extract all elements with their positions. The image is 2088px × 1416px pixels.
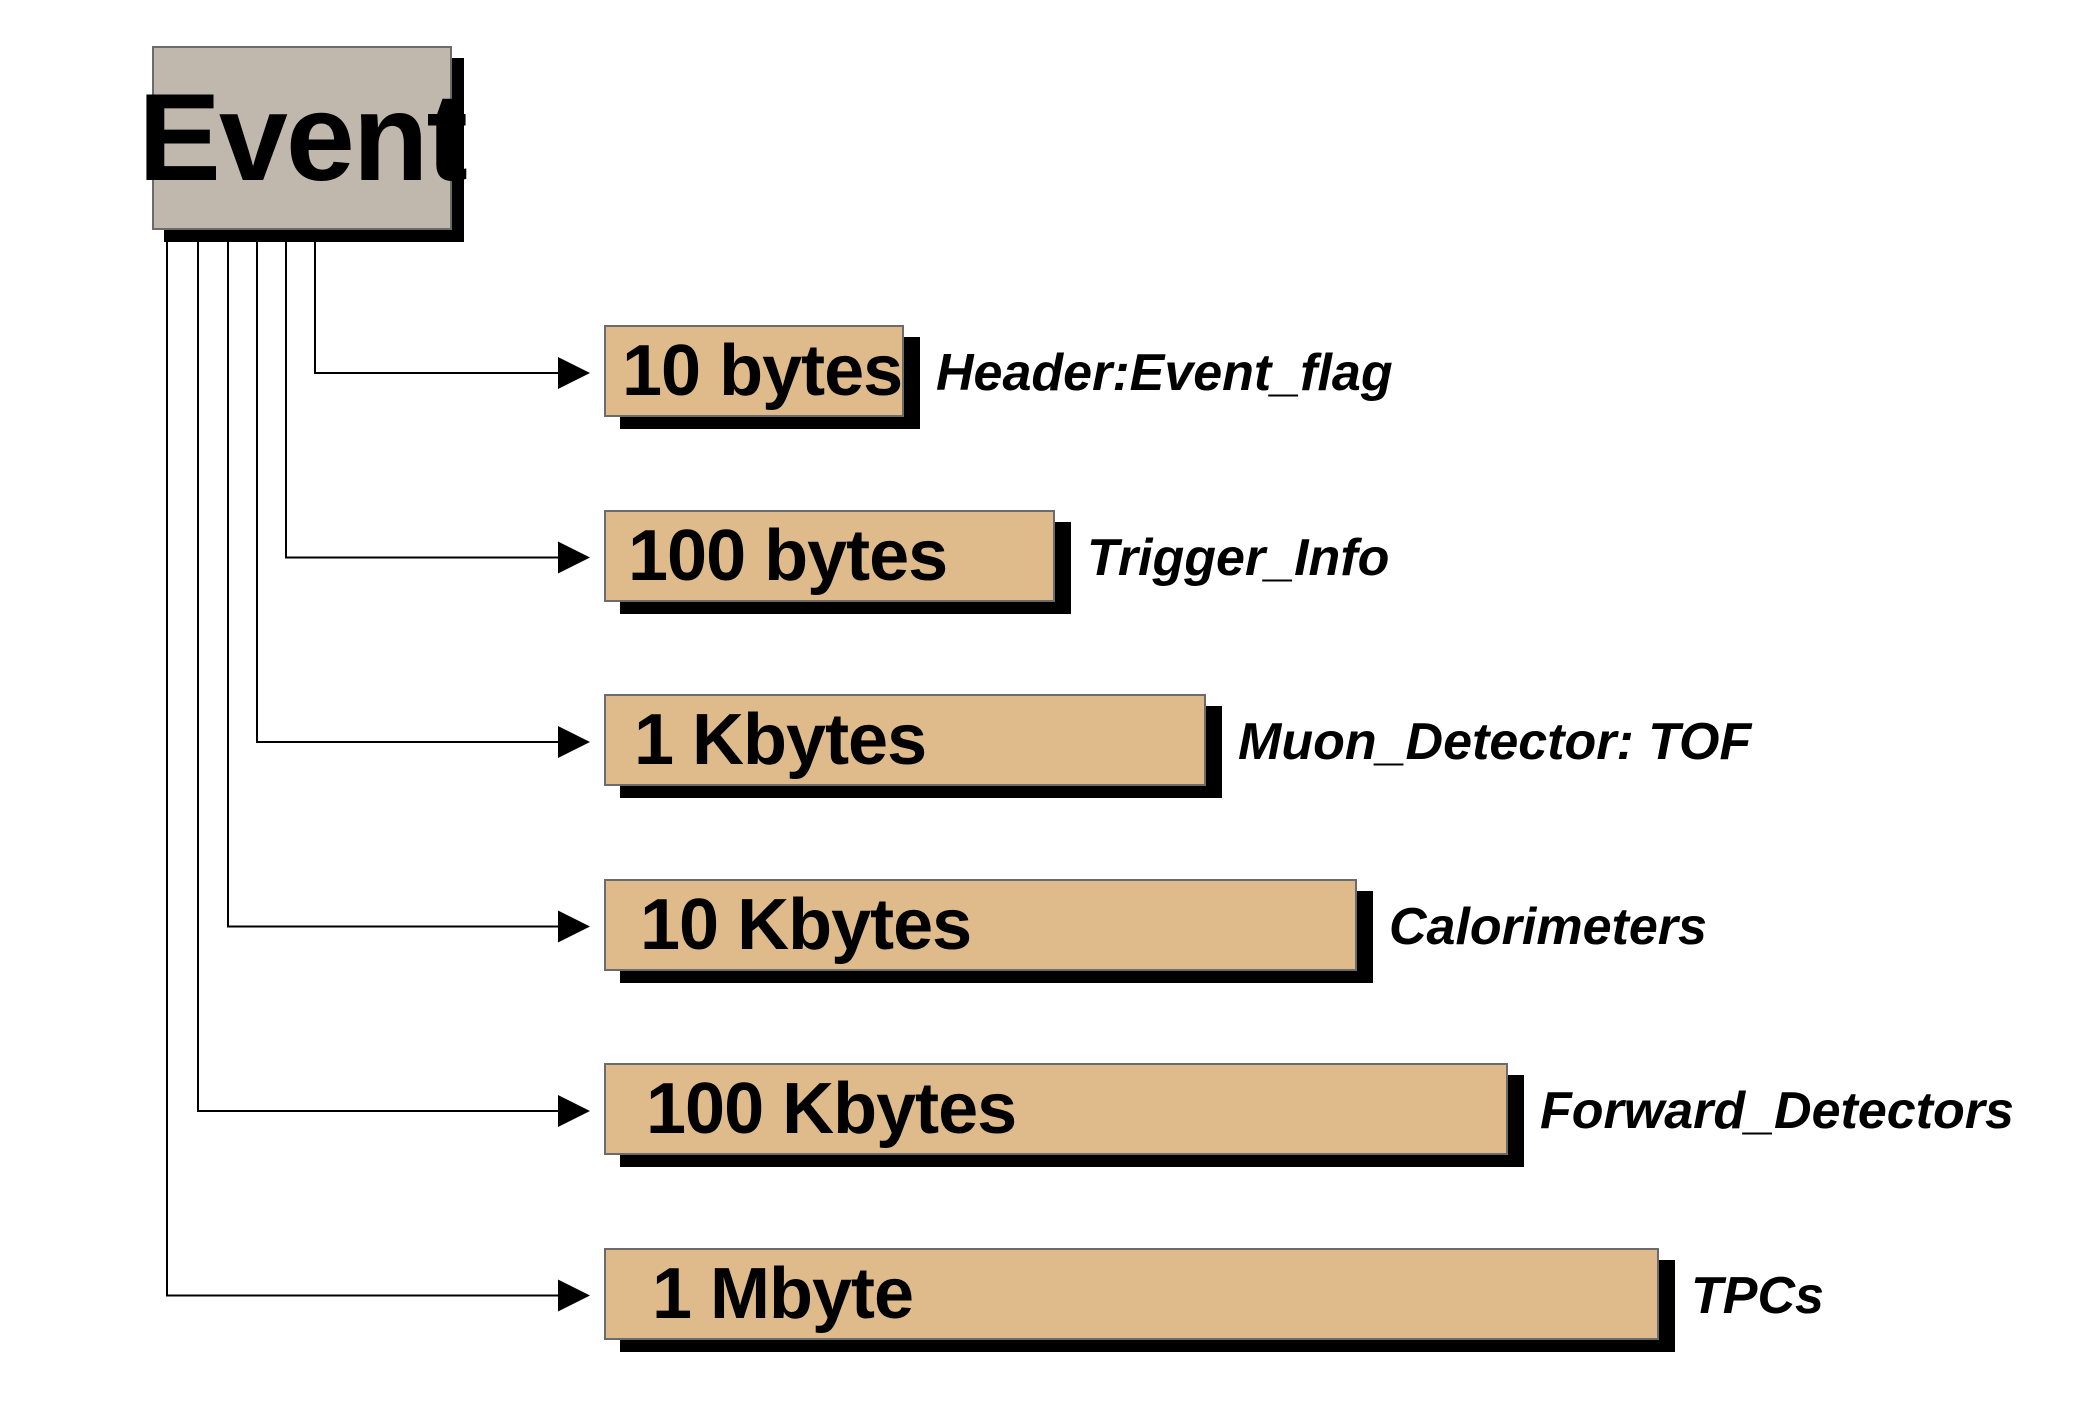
connector-line (166, 230, 560, 1297)
connector-line (256, 230, 560, 743)
component-label: Trigger_Info (1087, 528, 1390, 587)
arrow-head (558, 357, 590, 389)
size-node-box: 100 Kbytes (604, 1063, 1508, 1155)
connector-line (314, 230, 560, 374)
size-node-label: 10 Kbytes (640, 884, 972, 965)
size-node-box: 1 Kbytes (604, 694, 1206, 786)
connector-line (197, 230, 560, 1112)
arrow-head (558, 1279, 590, 1312)
size-node-box: 100 bytes (604, 509, 1055, 602)
component-label: Forward_Detectors (1540, 1082, 2014, 1140)
size-node-label: 100 bytes (628, 515, 948, 596)
root-node-event: Event (138, 46, 468, 230)
connector-line (285, 230, 560, 559)
root-node-label: Event (138, 69, 468, 207)
size-node-box: 1 Mbyte (604, 1247, 1659, 1340)
connector-line (227, 230, 560, 928)
arrow-head (558, 910, 590, 943)
component-label: Header:Event_flag (936, 344, 1393, 402)
component-label: Muon_Detector: TOF (1238, 713, 1752, 771)
component-label: Calorimeters (1389, 897, 1707, 956)
arrow-head (558, 726, 590, 758)
size-node-box: 10 Kbytes (604, 878, 1357, 971)
size-node-label: 1 Mbyte (652, 1253, 914, 1334)
size-node-label: 10 bytes (622, 331, 903, 411)
size-node-label: 1 Kbytes (634, 700, 927, 780)
arrow-head (558, 541, 590, 574)
size-node-label: 100 Kbytes (646, 1069, 1017, 1149)
arrow-head (558, 1095, 590, 1127)
size-node-box: 10 bytes (604, 325, 904, 417)
component-label: TPCs (1691, 1266, 1824, 1325)
